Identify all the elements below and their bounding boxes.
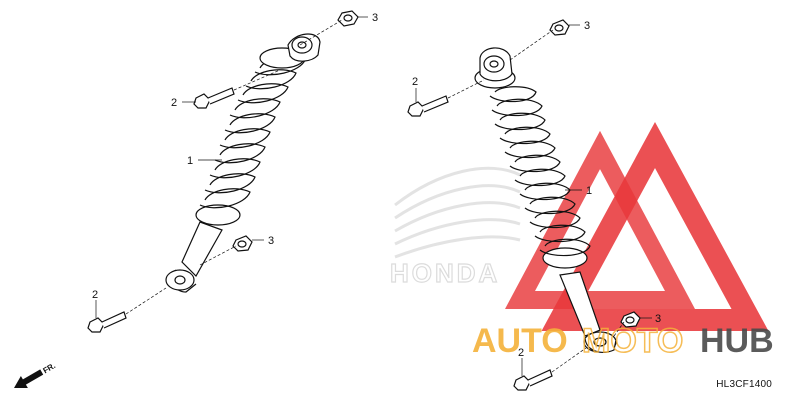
right-top-bolt <box>407 95 449 117</box>
front-direction-arrow: FR. <box>14 361 57 389</box>
left-shock-absorber <box>165 33 321 293</box>
right-shock-absorber <box>474 47 617 353</box>
callout-right-top-bolt: 2 <box>412 76 418 88</box>
callout-right-shock: 1 <box>586 185 592 197</box>
right-leader-lines <box>415 24 652 376</box>
callout-right-bottom-bolt: 2 <box>518 347 524 359</box>
honda-ghost-logo: HONDA <box>390 258 500 288</box>
callout-left-bottom-bolt: 2 <box>92 289 98 301</box>
right-top-nut <box>549 19 570 36</box>
callout-left-mid-nut: 3 <box>268 235 274 247</box>
left-top-nut <box>337 10 359 27</box>
automotohub-watermark: AUTO MOTO HUB <box>472 321 774 361</box>
direction-label: FR. <box>41 361 57 375</box>
brand-text-auto: AUTO <box>472 322 568 360</box>
callout-left-top-nut: 3 <box>372 12 378 24</box>
left-top-bolt <box>193 87 235 109</box>
callout-left-top-bolt: 2 <box>171 97 177 109</box>
callout-right-bottom-nut: 3 <box>655 313 661 325</box>
right-bottom-bolt <box>513 369 553 391</box>
honda-wing-watermark <box>394 166 521 259</box>
left-leader-lines <box>95 16 368 318</box>
brand-text-moto: MOTO <box>582 322 683 360</box>
callout-left-shock: 1 <box>187 155 193 167</box>
left-bottom-bolt <box>87 311 127 333</box>
callout-right-top-nut: 3 <box>584 20 590 32</box>
left-mid-nut <box>232 235 253 252</box>
diagram-code: HL3CF1400 <box>716 379 772 390</box>
right-bottom-nut <box>620 311 641 328</box>
brand-text-hub: HUB <box>700 322 774 360</box>
brand-triangle-logo <box>505 121 769 331</box>
